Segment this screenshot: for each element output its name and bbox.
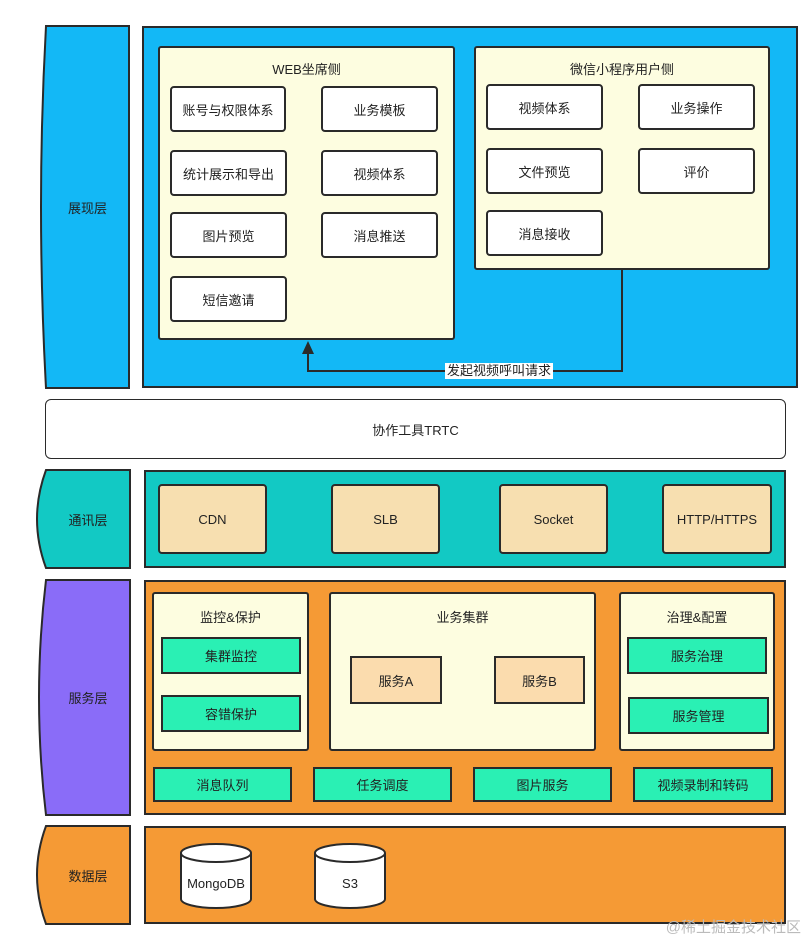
communication-layer-shape — [36, 469, 131, 569]
trtc-bar: 协作工具TRTC — [45, 399, 786, 459]
web-item: 统计展示和导出 — [170, 150, 287, 196]
presentation-layer-shape — [40, 25, 130, 389]
comm-item: SLB — [331, 484, 440, 554]
web-item: 消息推送 — [321, 212, 438, 258]
web-item: 图片预览 — [170, 212, 287, 258]
governance-item: 服务管理 — [628, 697, 769, 734]
service-bottom-item: 图片服务 — [473, 767, 612, 802]
mongodb-label: MongoDB — [187, 876, 245, 891]
governance-item: 服务治理 — [627, 637, 767, 674]
wechat-item: 文件预览 — [486, 148, 603, 194]
communication-layer-label: 通讯层 — [68, 512, 108, 528]
monitor-title: 监控&保护 — [200, 610, 261, 625]
comm-item: CDN — [158, 484, 267, 554]
service-layer-shape — [38, 579, 131, 816]
watermark: @稀土掘金技术社区 — [665, 919, 801, 936]
wechat-item: 消息接收 — [486, 210, 603, 256]
web-seat-title: WEB坐席侧 — [272, 62, 341, 77]
mongodb-cylinder-icon — [180, 843, 252, 909]
service-bottom-item: 视频录制和转码 — [633, 767, 773, 802]
monitor-item: 集群监控 — [161, 637, 301, 674]
web-item: 账号与权限体系 — [170, 86, 286, 132]
service-layer-label: 服务层 — [68, 691, 108, 706]
service-bottom-item: 任务调度 — [313, 767, 452, 802]
presentation-layer-label: 展现层 — [67, 200, 107, 216]
web-item: 业务模板 — [321, 86, 438, 132]
comm-item: Socket — [499, 484, 608, 554]
data-layer-label: 数据层 — [68, 868, 108, 884]
governance-title: 治理&配置 — [666, 610, 728, 625]
web-item: 视频体系 — [321, 150, 438, 196]
wechat-item: 业务操作 — [638, 84, 755, 130]
cluster-title: 业务集群 — [436, 610, 489, 625]
s3-cylinder-icon — [314, 843, 386, 909]
web-item: 短信邀请 — [170, 276, 287, 322]
service-bottom-item: 消息队列 — [153, 767, 292, 802]
wechat-item: 评价 — [638, 148, 755, 194]
monitor-item: 容错保护 — [161, 695, 301, 732]
data-layer-shape — [36, 825, 131, 925]
s3-label: S3 — [342, 876, 358, 891]
cluster-item: 服务A — [350, 656, 442, 704]
cluster-item: 服务B — [494, 656, 585, 704]
wechat-item: 视频体系 — [486, 84, 603, 130]
comm-item: HTTP/HTTPS — [662, 484, 772, 554]
call-request-label: 发起视频呼叫请求 — [445, 363, 554, 379]
wechat-user-title: 微信小程序用户侧 — [569, 62, 674, 77]
